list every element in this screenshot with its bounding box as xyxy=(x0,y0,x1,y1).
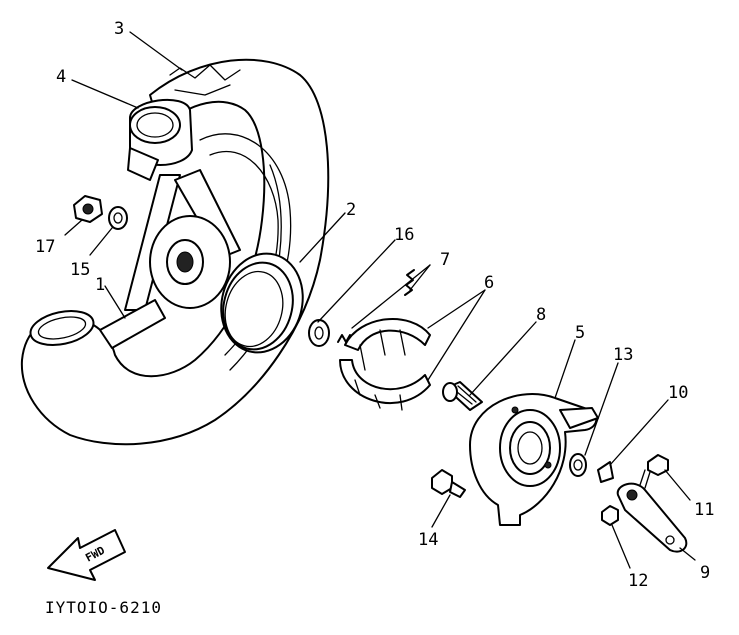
washer-16 xyxy=(308,319,330,347)
callout-5: 5 xyxy=(575,323,585,343)
callout-2: 2 xyxy=(346,200,356,220)
callout-labels: 3 4 1 2 16 17 15 7 6 8 5 13 10 11 9 12 1… xyxy=(35,19,714,591)
oil-seal-13 xyxy=(569,453,587,477)
callout-9: 9 xyxy=(700,563,710,583)
callout-3: 3 xyxy=(114,19,124,39)
nut-12 xyxy=(601,505,619,526)
bolt-11 xyxy=(639,454,669,489)
callout-13: 13 xyxy=(613,345,633,365)
callout-17: 17 xyxy=(35,237,55,257)
brake-camshaft xyxy=(442,381,483,411)
callout-8: 8 xyxy=(536,305,546,325)
callout-4: 4 xyxy=(56,67,66,87)
callout-10: 10 xyxy=(668,383,688,403)
washer-15 xyxy=(108,206,128,230)
callout-16: 16 xyxy=(394,225,414,245)
callout-1: 1 xyxy=(95,275,105,295)
brake-shoes xyxy=(339,318,431,411)
camshaft-lever-9 xyxy=(616,482,688,553)
callout-11: 11 xyxy=(694,500,714,520)
callout-12: 12 xyxy=(628,571,648,591)
callout-14: 14 xyxy=(418,530,438,550)
callout-7: 7 xyxy=(440,250,450,270)
callout-6: 6 xyxy=(484,273,494,293)
callout-15: 15 xyxy=(70,260,90,280)
nut-17 xyxy=(73,195,103,223)
diagram-code: IYTOIO-6210 xyxy=(45,598,162,617)
bolt-14 xyxy=(431,469,466,498)
tire-valve xyxy=(127,98,193,181)
brake-drum-ring xyxy=(220,252,304,354)
fwd-arrow: FWD xyxy=(47,529,126,581)
brake-shoe-plate xyxy=(469,393,599,526)
wear-indicator-10 xyxy=(597,461,614,483)
leader-lines xyxy=(64,31,696,569)
